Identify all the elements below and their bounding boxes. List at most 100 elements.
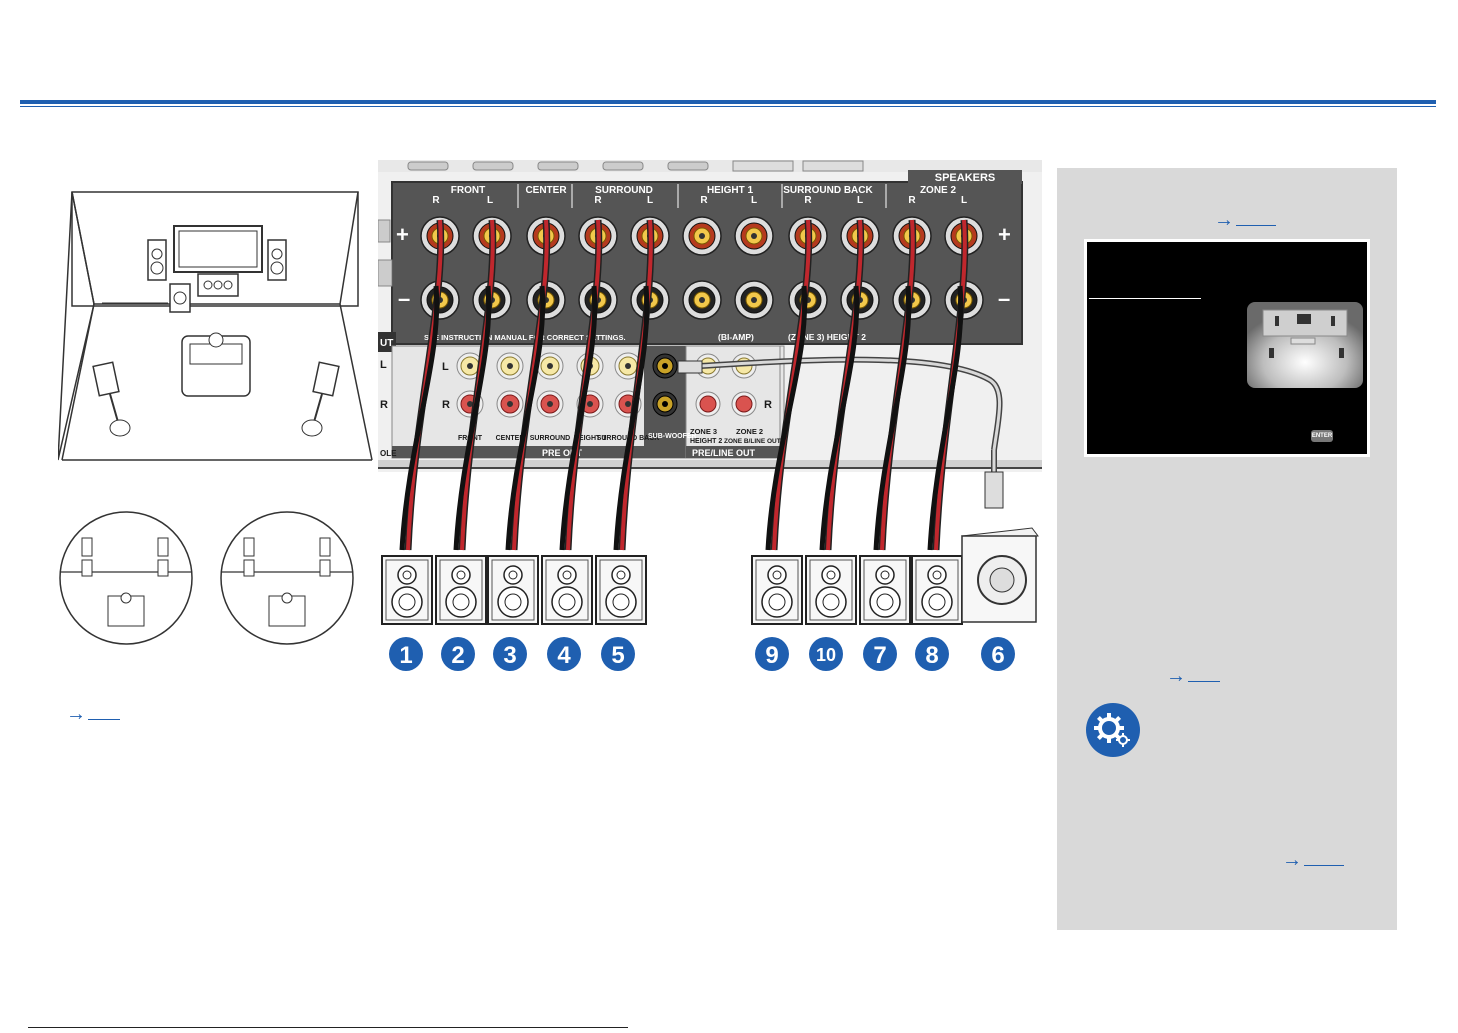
speaker-number-badge [547, 637, 581, 671]
channel-rl-label: L [487, 195, 493, 206]
channel-rl-label: L [961, 195, 967, 206]
channel-rl-label: L [647, 195, 653, 206]
speaker-number-badge [809, 637, 843, 671]
zone2-pre-label: ZONE 2 [736, 427, 763, 436]
speaker-tweeter-center [932, 570, 942, 580]
speaker-woofer-center [876, 593, 894, 611]
speaker-number-badge [441, 637, 475, 671]
rca-jack-hole [547, 401, 553, 407]
subwoofer-label: SUB-WOOFER [648, 433, 697, 440]
see-manual-note: SEE INSTRUCTION MANUAL FOR CORRECT SETTI… [424, 333, 626, 342]
speakers-tab: SPEAKERS [935, 172, 996, 184]
rca-l-label: L [380, 359, 387, 371]
speaker-number-badge [863, 637, 897, 671]
speaker-group-label: SURROUND BACK [783, 185, 873, 196]
speaker-woofer [761, 586, 793, 618]
speaker-wire-red [406, 219, 443, 551]
preout-jack-label: SURROUND [530, 435, 570, 442]
speaker-woofer [445, 586, 477, 618]
channel-rl-label: R [804, 195, 812, 206]
speaker-number: 6 [991, 642, 1004, 669]
footer-rule [28, 1027, 628, 1028]
header-rule-thin [20, 106, 1436, 107]
speaker-wire-black [399, 285, 440, 551]
setup-screen-image: ENTER [1084, 239, 1370, 457]
rca-jack-hole [507, 363, 513, 369]
speaker-tweeter-center [826, 570, 836, 580]
speaker-wire-black [505, 285, 546, 551]
rca-jack-hole [625, 401, 631, 407]
channel-rl-label: L [857, 195, 863, 206]
speaker-wire-black [559, 285, 598, 551]
speaker-number: 7 [873, 642, 886, 669]
speaker-wire-red [772, 219, 811, 551]
speaker-wire-black [819, 285, 860, 551]
speaker-number: 5 [611, 642, 624, 669]
zone3-label: ZONE 3 [690, 427, 717, 436]
speaker-face [915, 559, 959, 621]
rca-r-label: R [380, 399, 388, 411]
screen-divider [1089, 298, 1201, 299]
reference-link-panel-top[interactable]: → [1214, 210, 1276, 230]
speaker-wire-red [512, 219, 549, 551]
speaker-tweeter [821, 565, 841, 585]
preout-jack-label: HEIGHT 1 [574, 435, 606, 442]
speaker-woofer-center [452, 593, 470, 611]
speaker-woofer [921, 586, 953, 618]
speaker-face [809, 559, 853, 621]
speaker-woofer [497, 586, 529, 618]
speaker-group-label: HEIGHT 1 [707, 185, 754, 196]
speaker-tweeter [767, 565, 787, 585]
terminal-hole [751, 233, 757, 239]
speaker-face [863, 559, 907, 621]
speaker-number-badge [915, 637, 949, 671]
subwoofer-jack-hole [662, 363, 668, 369]
speaker-face [491, 559, 535, 621]
speaker-tweeter-center [456, 570, 466, 580]
speaker-number: 4 [557, 642, 571, 669]
speaker-woofer [551, 586, 583, 618]
speaker-tweeter-center [772, 570, 782, 580]
speaker-face [599, 559, 643, 621]
speaker-tweeter [927, 565, 947, 585]
speaker-number-badge [755, 637, 789, 671]
speaker-woofer-center [768, 593, 786, 611]
speaker-tweeter-center [616, 570, 626, 580]
speaker-woofer [605, 586, 637, 618]
speaker-group-label: CENTER [525, 185, 567, 196]
pre-out-label: PRE OUT [542, 448, 583, 458]
rca-jack-hole [625, 363, 631, 369]
speaker-tweeter-center [880, 570, 890, 580]
subwoofer-jack-hole [662, 401, 668, 407]
channel-rl-label: L [751, 195, 757, 206]
reference-link-panel-bottom[interactable]: → [1282, 850, 1344, 870]
speaker-wire-black [873, 285, 912, 551]
channel-rl-label: R [432, 195, 440, 206]
screen-room-illustration [1247, 302, 1363, 388]
speaker-number: 10 [816, 645, 836, 665]
zone3-height2-note: (ZONE 3) HEIGHT 2 [788, 332, 866, 342]
speaker-wire-black [765, 285, 808, 551]
reference-link-panel-mid[interactable]: → [1166, 666, 1220, 686]
speaker-tweeter [503, 565, 523, 585]
header-rule [20, 100, 1436, 104]
speaker-woofer [815, 586, 847, 618]
reference-link-left[interactable]: → [66, 704, 120, 724]
speaker-number-badge [389, 637, 423, 671]
speaker-face [545, 559, 589, 621]
speaker-wire-red [826, 219, 863, 551]
room-layout-diagram [58, 191, 373, 461]
rca-jack [735, 395, 753, 413]
height-speaker-diagrams [59, 511, 354, 645]
rca-jack-hole [507, 401, 513, 407]
speaker-woofer [869, 586, 901, 618]
speaker-number: 3 [503, 642, 516, 669]
speaker-woofer-center [398, 593, 416, 611]
speaker-tweeter [397, 565, 417, 585]
terminal-hole [751, 297, 757, 303]
enter-button[interactable]: ENTER [1311, 430, 1333, 442]
speaker-tweeter-center [562, 570, 572, 580]
speaker-tweeter-center [402, 570, 412, 580]
speaker-number: 8 [925, 642, 938, 669]
